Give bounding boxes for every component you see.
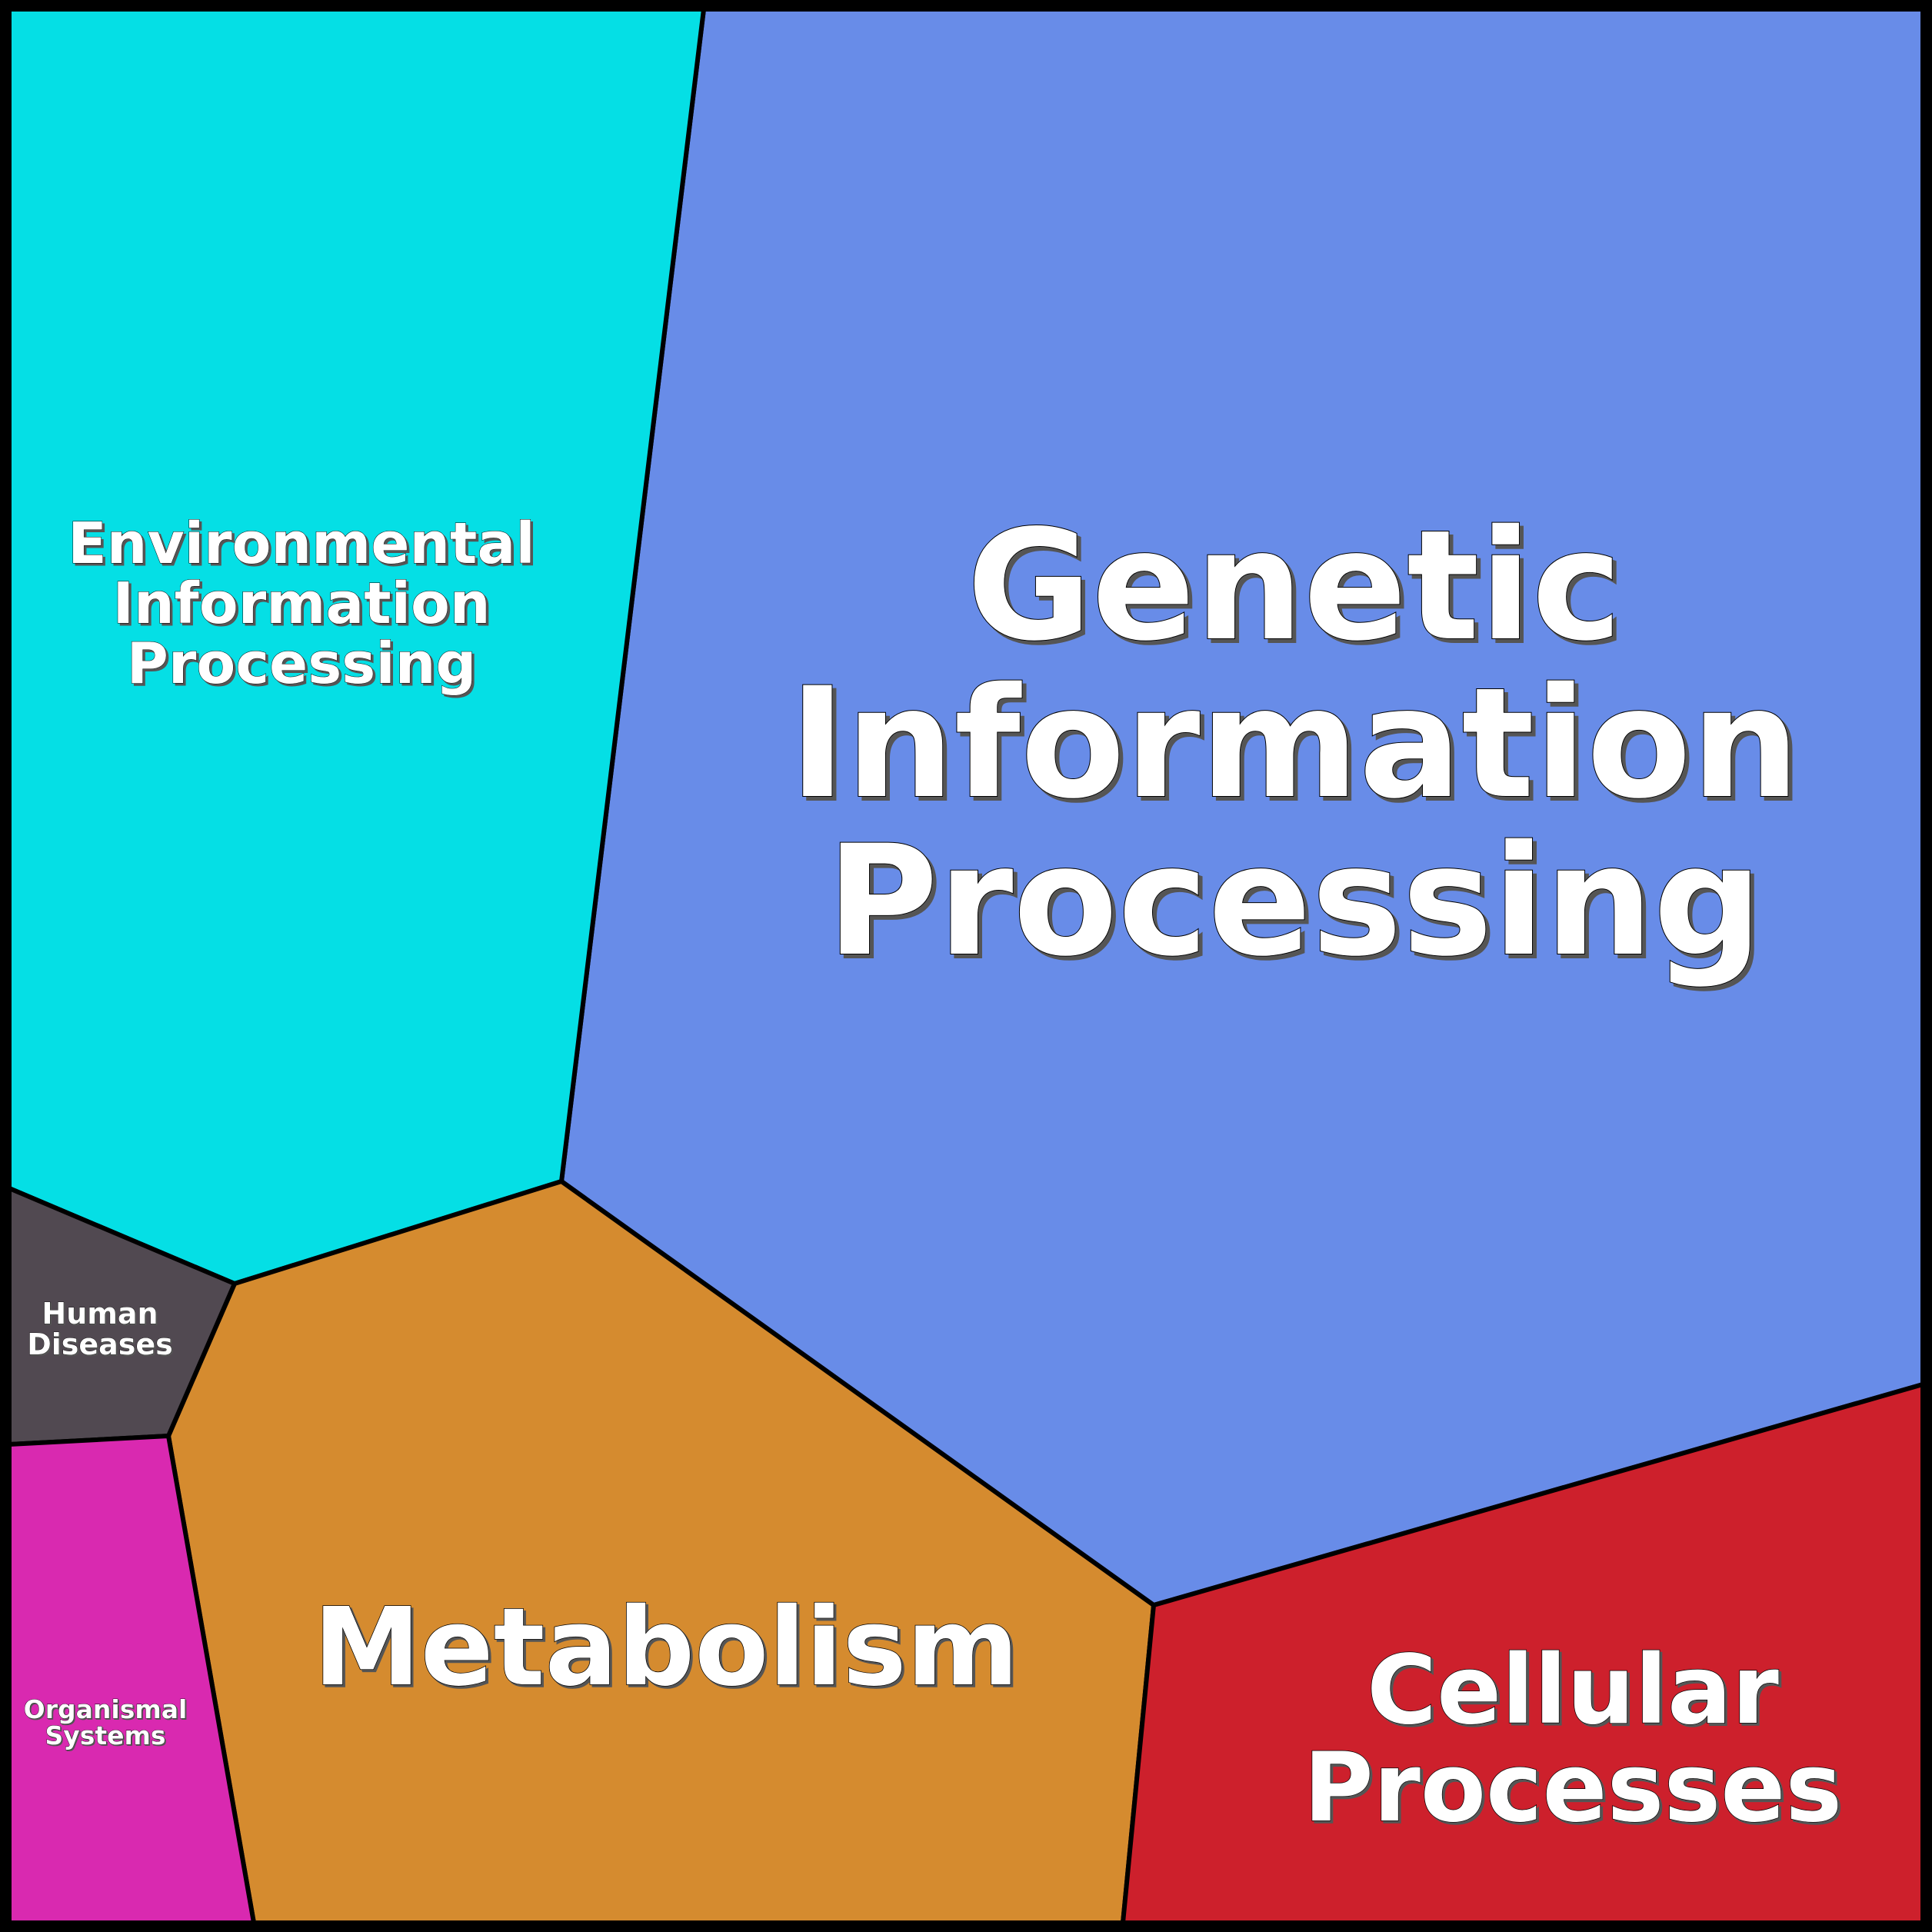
human-label-line: Human — [42, 1297, 158, 1331]
organismal-label-line: Systems — [45, 1720, 165, 1750]
environmental-label-line: Processing — [127, 631, 477, 697]
metabolism-label-line: Metabolism — [313, 1585, 1018, 1710]
genetic-label-line: Information — [789, 655, 1800, 832]
labels-group: GeneticInformationProcessingEnvironmenta… — [23, 496, 1843, 1844]
genetic-label-line: Processing — [827, 812, 1763, 990]
genetic-label-line: Genetic — [967, 497, 1622, 675]
cellular-label-line: Cellular — [1367, 1635, 1779, 1746]
human-label-line: Diseases — [27, 1327, 173, 1361]
cellular-label-line: Processes — [1304, 1733, 1842, 1844]
organismal-label-line: Organismal — [24, 1694, 188, 1724]
environmental-label-line: Information — [112, 571, 490, 637]
environmental-label-line: Environmental — [68, 511, 535, 577]
